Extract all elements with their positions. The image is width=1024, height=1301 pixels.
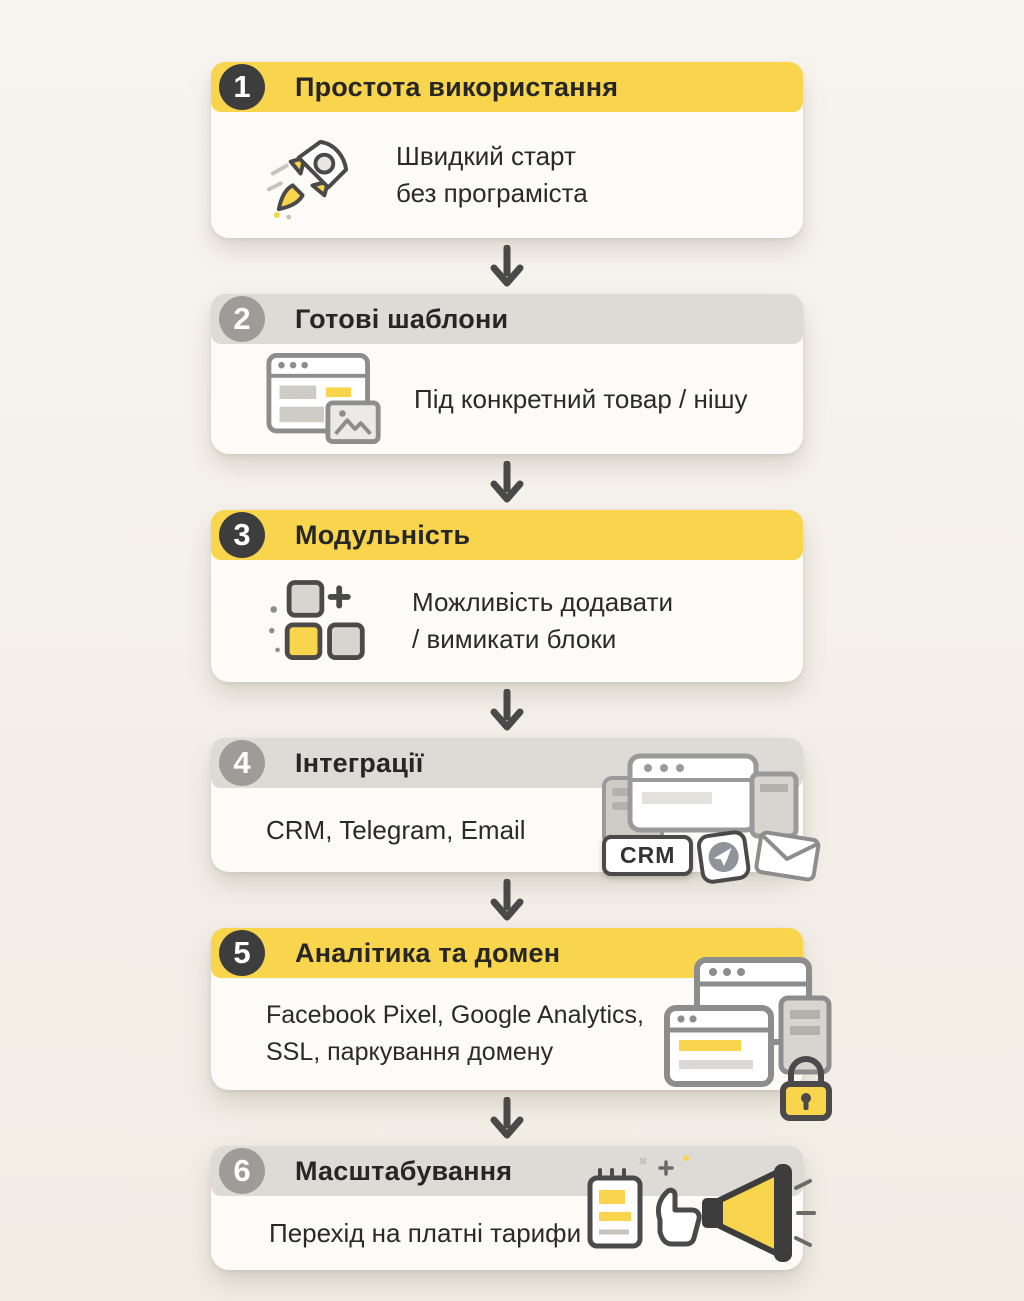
- step-3-title: Модульність: [295, 519, 471, 550]
- step-card-4: 4 Інтеграції CRM, Telegram, Email: [211, 738, 821, 884]
- step-3-desc-line-1: Можливість додавати: [412, 587, 674, 617]
- step-card-5: 5 Аналітика та домен Facebook Pixel, Goo…: [211, 928, 832, 1121]
- step-5-desc-line-2: SSL, паркування домену: [266, 1038, 554, 1066]
- step-card-1: 1 Простота використання: [211, 62, 803, 238]
- telegram-icon: [694, 828, 753, 892]
- step-4-description: CRM, Telegram, Email: [266, 812, 526, 849]
- down-arrow-icon: [211, 461, 803, 503]
- modules-blocks-icon: [266, 574, 370, 668]
- down-arrow-icon: [211, 879, 803, 921]
- step-3-body: Можливість додавати / вимикати блоки: [211, 560, 803, 682]
- step-6-number-badge: 6: [219, 1148, 265, 1194]
- step-3-desc-line-2: / вимикати блоки: [412, 624, 617, 654]
- down-arrow-icon: [211, 1097, 803, 1139]
- step-6-header: 6 Масштабування: [211, 1146, 803, 1196]
- step-5-description: Facebook Pixel, Google Analytics, SSL, п…: [266, 997, 644, 1071]
- step-2-desc-line-1: Під конкретний товар / нішу: [414, 383, 748, 414]
- step-card-6: 6 Масштабування Перехід на платні тарифи: [211, 1146, 816, 1270]
- step-4-desc-line-1: CRM, Telegram, Email: [266, 814, 526, 845]
- step-4-body: CRM, Telegram, Email: [211, 788, 803, 872]
- step-5-body: Facebook Pixel, Google Analytics, SSL, п…: [211, 978, 803, 1090]
- megaphone-icons: [582, 1150, 817, 1272]
- crm-badge: CRM: [602, 835, 694, 876]
- step-1-desc-line-2: без програміста: [396, 178, 588, 208]
- rocket-icon: [263, 128, 358, 223]
- step-2-body: Під конкретний товар / нішу: [211, 344, 803, 454]
- step-1-title: Простота використання: [295, 71, 619, 102]
- step-6-title: Масштабування: [295, 1155, 513, 1186]
- step-card-2: 2 Готові шаблони: [211, 294, 803, 454]
- analytics-lock-icons: [663, 956, 843, 1124]
- step-4-title: Інтеграції: [295, 747, 424, 778]
- step-1-number-badge: 1: [219, 64, 265, 110]
- step-5-title: Аналітика та домен: [295, 937, 561, 968]
- step-2-header: 2 Готові шаблони: [211, 294, 803, 344]
- step-1-desc-line-1: Швидкий старт: [396, 141, 576, 171]
- step-1-header: 1 Простота використання: [211, 62, 803, 112]
- email-envelope-icon: [751, 828, 822, 888]
- step-card-3: 3 Модульність Можливість дод: [211, 510, 803, 682]
- step-5-desc-line-1: Facebook Pixel, Google Analytics,: [266, 1001, 644, 1029]
- step-2-number-badge: 2: [219, 296, 265, 342]
- down-arrow-icon: [211, 689, 803, 731]
- step-1-body: Швидкий старт без програміста: [211, 112, 803, 238]
- step-6-body: Перехід на платні тарифи: [211, 1196, 803, 1270]
- step-2-description: Під конкретний товар / нішу: [414, 381, 748, 418]
- step-4-header: 4 Інтеграції: [211, 738, 803, 788]
- step-3-description: Можливість додавати / вимикати блоки: [412, 584, 673, 658]
- integrations-icons: CRM: [602, 752, 821, 884]
- step-3-number-badge: 3: [219, 512, 265, 558]
- step-1-description: Швидкий старт без програміста: [396, 138, 588, 212]
- steps-flow: 1 Простота використання: [211, 62, 832, 1270]
- template-browser-icon: [266, 352, 384, 446]
- step-4-number-badge: 4: [219, 740, 265, 786]
- step-3-header: 3 Модульність: [211, 510, 803, 560]
- step-5-number-badge: 5: [219, 930, 265, 976]
- step-6-description: Перехід на платні тарифи: [269, 1215, 581, 1252]
- down-arrow-icon: [211, 245, 803, 287]
- step-2-title: Готові шаблони: [295, 303, 509, 334]
- browser-panels-icon: [602, 753, 799, 846]
- step-6-desc-line-1: Перехід на платні тарифи: [269, 1217, 582, 1248]
